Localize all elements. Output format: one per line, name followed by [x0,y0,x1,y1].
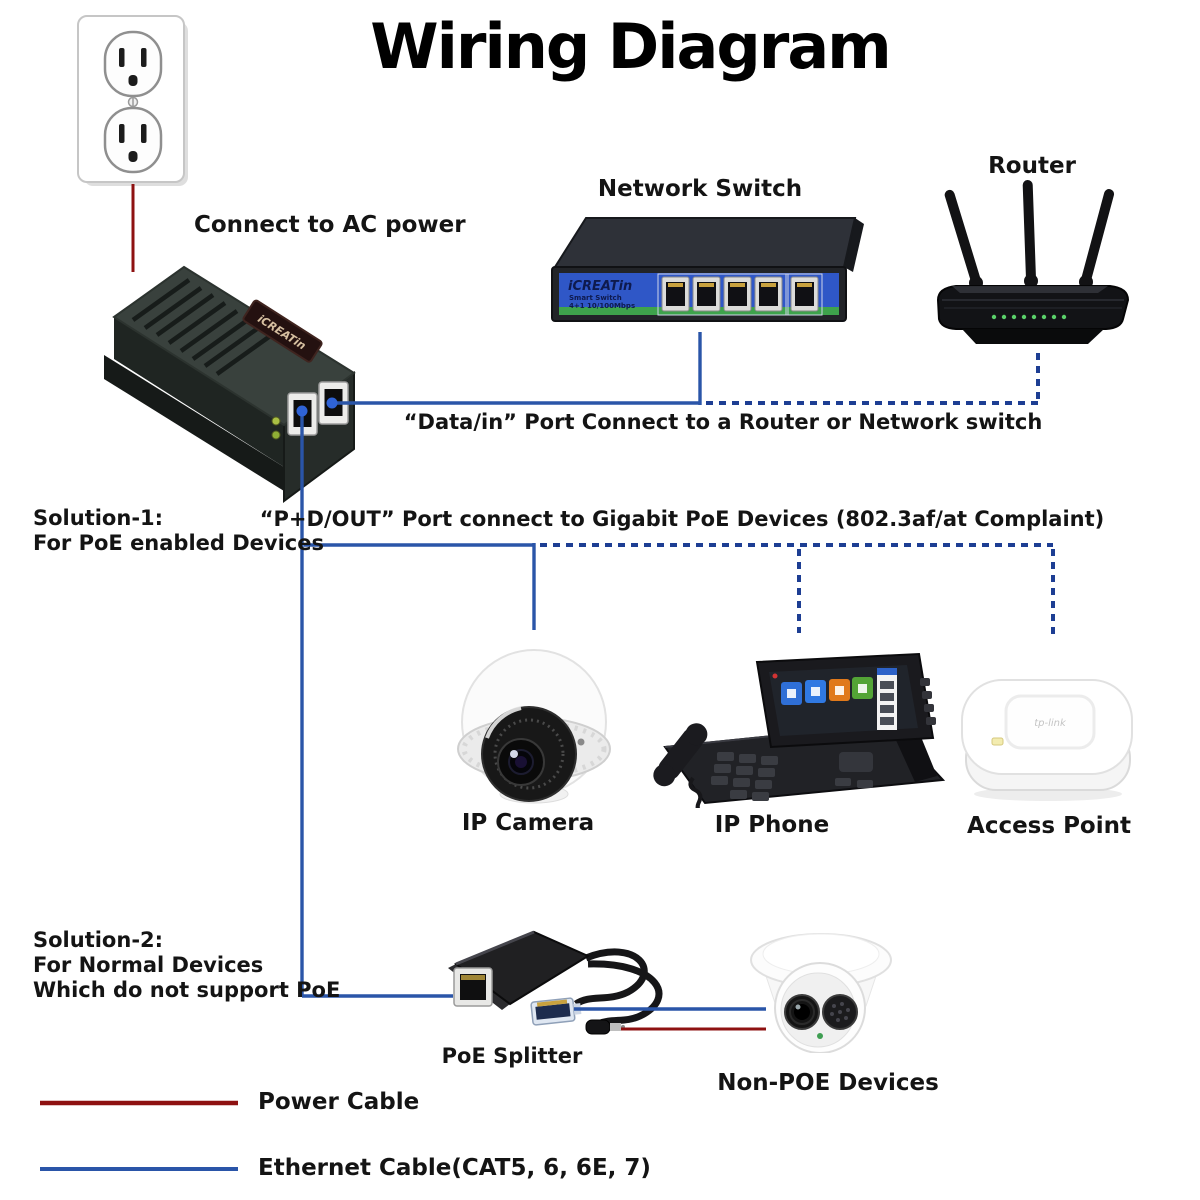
camera-ball-highlight [485,706,522,739]
non-poe-camera-image [750,933,892,1053]
power-outlet-image [77,15,188,186]
solution2-line2: Which do not support PoE [33,977,341,1002]
outlet-socket-bottom [103,106,163,174]
data-in-annotation: “Data/in” Port Connect to a Router or Ne… [403,410,1043,434]
camera-screw [577,738,585,746]
ap-logo-text: tp-link [1034,718,1067,729]
splitter-highlight [455,930,535,966]
router-image [936,180,1130,344]
switch-port-group-outline [657,273,789,316]
solution1-heading: Solution-1: [33,506,164,530]
splitter-dc-plug [585,1019,625,1035]
camera-ir-ring [493,718,565,790]
phone-handset [653,723,708,787]
injector-led-2 [271,430,281,440]
splitter-ethernet-cable [573,948,648,1008]
router-label: Router [988,153,1076,179]
phone-cord [688,776,703,808]
network-switch-label: Network Switch [597,176,803,202]
antenna-middle [1022,180,1036,283]
injector-led-1 [271,416,281,426]
connect-ac-label: Connect to AC power [194,212,466,238]
camera-lens-center [515,756,527,768]
switch-model-text: Smart Switch [569,294,622,302]
phone-stand [895,732,937,782]
solution2-block: Solution-2: For Normal Devices Which do … [33,928,340,1002]
switch-brand-text: iCREATin [568,279,632,294]
phone-screen-dot [772,673,778,679]
pd-out-annotation: “P+D/OUT” Port connect to Gigabit PoE De… [259,507,1105,531]
data-in-port-connector-dot [326,397,338,409]
access-point-image: tp-link [961,679,1133,801]
phone-bezel-buttons [920,678,936,725]
injector-vents [131,278,275,376]
outlet-socket-top [103,30,163,98]
phone-sidebar [877,668,897,730]
turret-lens [784,994,820,1030]
legend-power-swatch [40,1100,238,1106]
injector-base-skirt [104,355,284,491]
router-status-leds [991,314,1067,320]
ip-phone-label: IP Phone [714,812,830,838]
antenna-right [1081,189,1115,283]
splitter-rj45-socket [453,967,493,1007]
ip-phone-image [653,652,946,808]
ip-camera-image [457,649,611,804]
legend-ethernet-label: Ethernet Cable(CAT5, 6, 6E, 7) [258,1155,651,1181]
non-poe-label: Non-POE Devices [717,1070,939,1096]
switch-rj45-ports [661,276,819,312]
poe-splitter-image [448,930,663,1035]
camera-lens-glint [510,750,518,758]
ap-ridge [1004,694,1096,750]
switch-right-side [844,218,864,272]
solution1-line1: For PoE enabled Devices [33,530,324,555]
outlet-center-screw [127,96,139,108]
router-gloss [952,286,1108,293]
poe-injector-image: iCREATin [104,265,356,503]
switch-spec-text: 4+1 10/100Mbps [569,302,635,310]
camera-ring-ridges [461,720,607,778]
access-point-label: Access Point [967,813,1131,839]
poe-splitter-label: PoE Splitter [441,1044,583,1068]
phone-keypad [711,752,873,801]
legend-power-label: Power Cable [258,1089,420,1115]
poe-out-port-connector-dot [296,405,308,417]
ap-led [991,737,1004,746]
splitter-rj45-plug [530,997,582,1026]
injector-left-face [114,317,284,467]
turret-ir-array [822,994,858,1030]
phone-app-tiles [781,677,873,705]
switch-uplink-outline [785,273,823,316]
ip-camera-label: IP Camera [461,810,595,836]
legend-ethernet-swatch [40,1167,238,1171]
turret-led [817,1033,823,1039]
solution1-block: Solution-1: For PoE enabled Devices [33,506,324,556]
solution2-heading: Solution-2: [33,928,164,952]
page-title: Wiring Diagram [370,10,892,83]
network-switch-image: iCREATin Smart Switch 4+1 10/100Mbps [551,217,864,322]
router-base [962,329,1104,344]
antenna-left [944,189,981,285]
solution2-line1: For Normal Devices [33,952,264,977]
